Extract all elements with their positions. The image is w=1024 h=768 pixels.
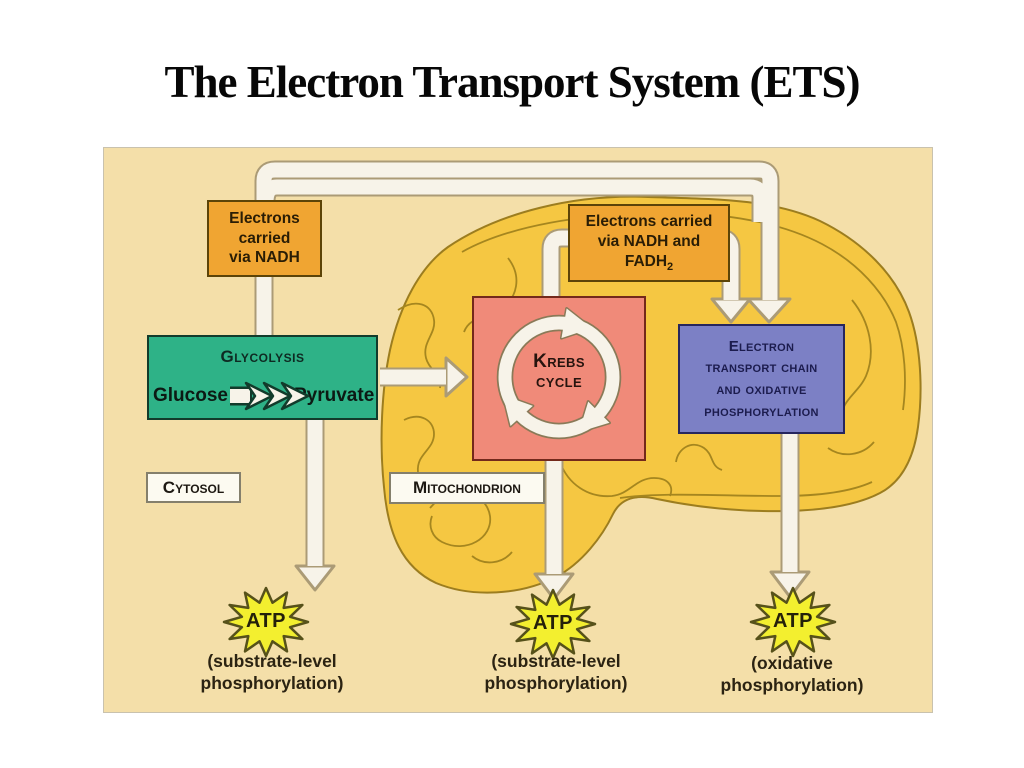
atp-caption-3: (oxidative phosphorylation) (720, 653, 864, 695)
atp-label-3: ATP (772, 610, 813, 632)
atp-label-1: ATP (245, 610, 286, 632)
etc-line4: phosphorylation (704, 402, 819, 420)
electrons-nadh-line1: Electrons (229, 209, 300, 227)
electrons-nadh-line3: via NADH (229, 249, 300, 267)
etc-line2: transport chain (705, 359, 818, 377)
electrons-nadh-box: Electrons carried via NADH (207, 200, 322, 277)
cytosol-label: Cytosol (146, 472, 241, 503)
atp-caption-2: (substrate-level phosphorylation) (484, 651, 628, 693)
electrons-nadh-fadh2-line3: FADH2 (624, 252, 674, 273)
glucose-label: Glucose (153, 385, 228, 406)
etc-line3: and oxidative (716, 381, 807, 398)
glycolysis-box: Glycolysis Glucose Pyruvate (147, 335, 378, 420)
pyruvate-label: Pyruvate (294, 385, 375, 406)
krebs-cycle-label: Krebs cycle (533, 351, 585, 392)
mitochondrion-label: Mitochondrion (389, 472, 545, 504)
atp-label-2: ATP (532, 612, 573, 634)
etc-line1: Electron (728, 337, 795, 355)
fadh2-subscript: 2 (667, 260, 674, 273)
electrons-nadh-fadh2-box: Electrons carried via NADH and FADH2 (568, 204, 730, 282)
etc-box: Electron transport chain and oxidative p… (678, 324, 845, 434)
electrons-nadh-line2: carried (238, 229, 291, 247)
glycolysis-title: Glycolysis (220, 347, 305, 366)
electrons-nadh-fadh2-line2: via NADH and (597, 232, 701, 250)
electrons-nadh-fadh2-line1: Electrons carried (585, 213, 713, 231)
atp-caption-1: (substrate-level phosphorylation) (200, 651, 344, 693)
slide-title: The Electron Transport System (ETS) (164, 57, 860, 107)
